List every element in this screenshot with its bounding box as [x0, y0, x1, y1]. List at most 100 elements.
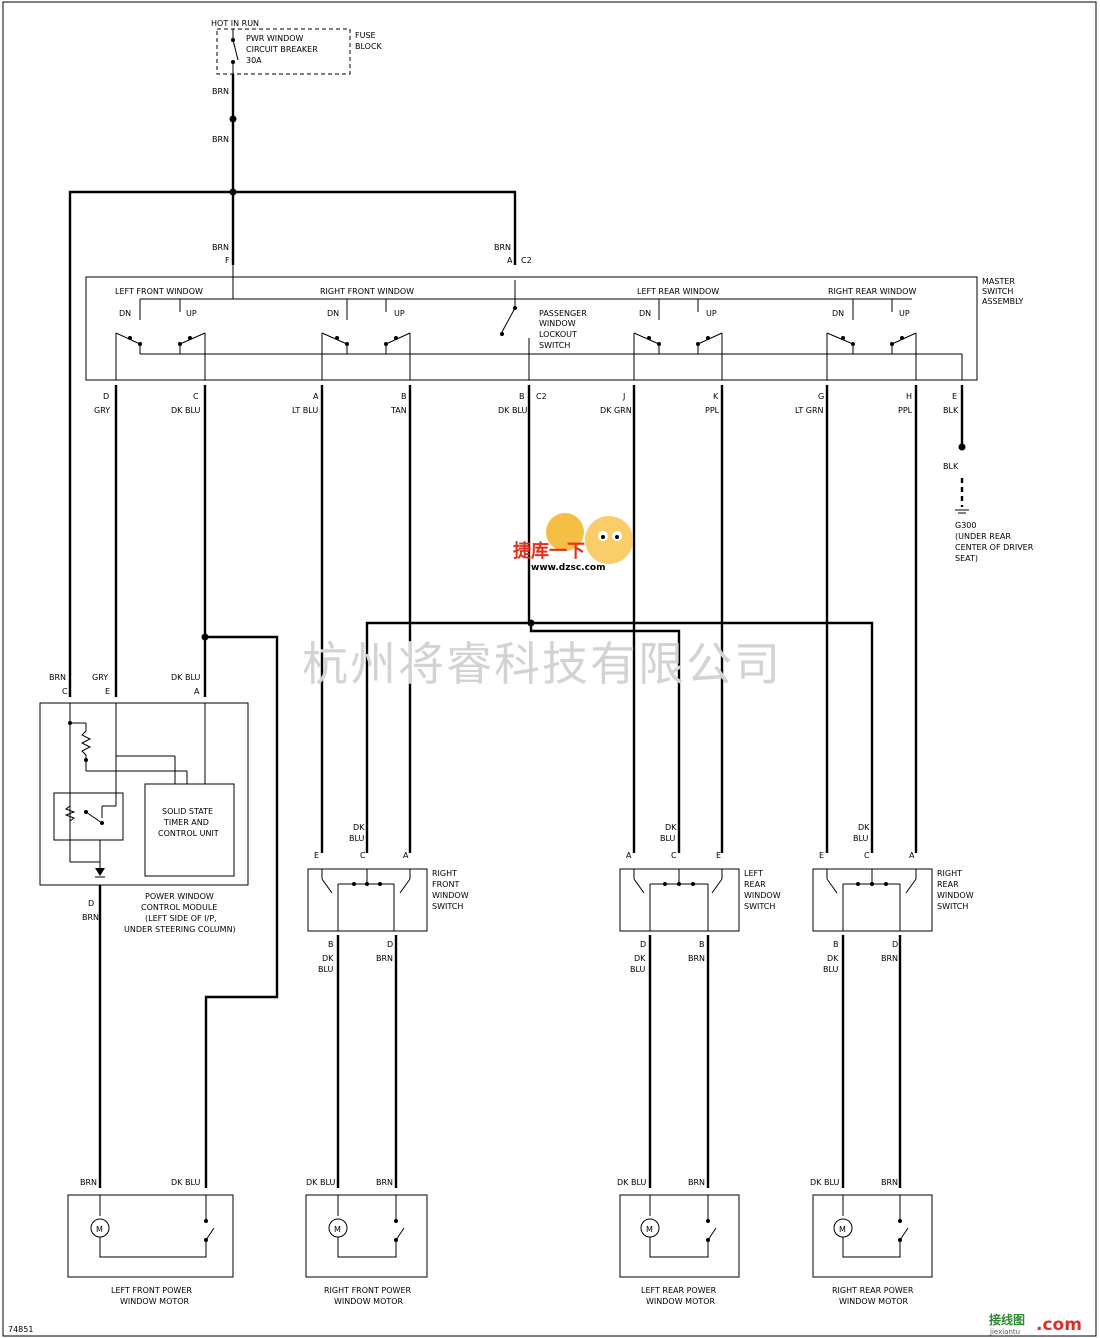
fuse-block-outline — [216, 28, 351, 75]
left-rear-window-switch: A DK BLU C E LEFT REAR WINDOW SWITCH D B… — [619, 823, 781, 1188]
pin-label: H — [906, 392, 912, 401]
wire-label: GRY — [92, 673, 108, 682]
right-rear-switch-pair: DN UP — [826, 299, 917, 354]
up-label: UP — [899, 309, 910, 318]
wire-label: BRN — [82, 913, 99, 922]
switch-label-3: WINDOW — [937, 891, 974, 900]
pin-label: B — [519, 392, 525, 401]
switch-label-2: FRONT — [432, 880, 459, 889]
fuse-block-label-1: FUSE — [355, 31, 376, 40]
switch-label-4: SWITCH — [937, 902, 968, 911]
resistor-symbol — [80, 723, 92, 760]
pin-label: B — [328, 940, 334, 949]
up-label: UP — [394, 309, 405, 318]
wire-label: BRN — [376, 954, 393, 963]
dn-label: DN — [832, 309, 844, 318]
feed-wire: BRN BRN BRN F BRN A C2 — [68, 74, 532, 697]
pin-label: F — [225, 256, 230, 265]
wire-label: DK BLU — [171, 406, 200, 415]
wire-label: BRN — [881, 954, 898, 963]
ground-location-2: CENTER OF DRIVER — [955, 543, 1034, 552]
logo-text: 捷库一下 — [513, 540, 585, 562]
wire-label: DK BLU — [498, 406, 527, 415]
wire-label: BRN — [212, 243, 229, 252]
breaker-label-1: PWR WINDOW — [246, 34, 304, 43]
wire-label: DK BLU — [810, 1178, 839, 1187]
pin-label: D — [88, 899, 94, 908]
lockout-label-2: WINDOW — [539, 319, 576, 328]
motor-outline — [305, 1194, 428, 1278]
wire-label: BLU — [853, 834, 869, 843]
right-front-window-label: RIGHT FRONT WINDOW — [320, 287, 414, 296]
pin-label: C2 — [521, 256, 532, 265]
pin-label: E — [716, 851, 721, 860]
motor-outline — [619, 1194, 740, 1278]
wire-label: BRN — [212, 87, 229, 96]
pin-label: C — [193, 392, 199, 401]
wire-label: LT GRN — [795, 406, 824, 415]
wire-label: BLK — [943, 462, 959, 471]
switch-label-2: REAR — [937, 880, 959, 889]
timer-unit-box — [144, 783, 235, 877]
corner-logo: 接线图 — [989, 1312, 1025, 1327]
wire-label: BRN — [881, 1178, 898, 1187]
motor-symbol: M — [96, 1225, 103, 1234]
ground-location-3: SEAT) — [955, 554, 978, 563]
pin-label: E — [819, 851, 824, 860]
pin-label: E — [105, 687, 110, 696]
left-rear-window-label: LEFT REAR WINDOW — [637, 287, 719, 296]
right-front-window-switch: E DK BLU C A RIGHT FRONT WINDOW SWITCH B… — [307, 823, 469, 1188]
pin-label: D — [387, 940, 393, 949]
lockout-label-3: LOCKOUT — [539, 330, 577, 339]
pin-label: A — [626, 851, 632, 860]
timer-label-2: TIMER AND — [163, 818, 209, 827]
wire-label: DK — [665, 823, 677, 832]
left-front-switch-pair: DN UP — [115, 299, 206, 354]
dn-label: DN — [639, 309, 651, 318]
pin-label: C — [671, 851, 677, 860]
right-rear-window-label: RIGHT REAR WINDOW — [828, 287, 916, 296]
lockout-label-4: SWITCH — [539, 341, 570, 350]
pin-label: B — [401, 392, 407, 401]
power-window-control-module: BRN GRY DK BLU C E A SOLID STATE TIME — [39, 673, 249, 1188]
lockout-switch: PASSENGER WINDOW LOCKOUT SWITCH — [500, 280, 587, 380]
pin-label: D — [103, 392, 109, 401]
pin-label: C2 — [536, 392, 547, 401]
motor-label-1: RIGHT FRONT POWER — [324, 1286, 412, 1295]
master-label-2: SWITCH — [982, 287, 1013, 296]
wire-label: BLK — [943, 406, 959, 415]
wire-label: DK BLU — [171, 673, 200, 682]
master-label-3: ASSEMBLY — [982, 297, 1023, 306]
switch-label-1: RIGHT — [937, 869, 962, 878]
wire-label: PPL — [705, 406, 720, 415]
wire-label: BRN — [49, 673, 66, 682]
switch-label-3: WINDOW — [432, 891, 469, 900]
left-rear-power-window-motor: DK BLU BRN M LEFT REAR POWER WINDOW MOTO… — [617, 1178, 740, 1306]
left-front-power-window-motor: BRN DK BLU M LEFT FRONT POWER WINDOW MOT… — [67, 1178, 234, 1306]
wire-label: BRN — [80, 1178, 97, 1187]
ground-id: G300 — [955, 521, 976, 530]
lockout-label-1: PASSENGER — [539, 309, 587, 318]
motor-label-1: LEFT FRONT POWER — [111, 1286, 192, 1295]
fuse-block-label-2: BLOCK — [355, 42, 383, 51]
wire-label: BRN — [212, 135, 229, 144]
up-label: UP — [706, 309, 717, 318]
master-output-labels: D GRY C DK BLU A LT BLU B TAN B C2 DK BL… — [94, 392, 959, 415]
module-label-3: (LEFT SIDE OF I/P, — [145, 914, 217, 923]
wire-label: BLU — [318, 965, 334, 974]
module-label-1: POWER WINDOW — [145, 892, 214, 901]
wire-label: DK — [858, 823, 870, 832]
pin-label: C — [864, 851, 870, 860]
right-rear-window-switch: E DK BLU C A RIGHT REAR WINDOW SWITCH B … — [812, 823, 974, 1188]
switch-label-3: WINDOW — [744, 891, 781, 900]
wire-label: BRN — [688, 1178, 705, 1187]
module-outline — [39, 702, 249, 886]
switch-label-1: LEFT — [744, 869, 763, 878]
wire-label: GRY — [94, 406, 110, 415]
master-switch-outline — [85, 276, 978, 381]
ground-g300: BLK G300 (UNDER REAR CENTER OF DRIVER SE… — [943, 462, 1034, 563]
motor-outline — [67, 1194, 234, 1278]
pin-label: B — [699, 940, 705, 949]
breaker-label-3: 30A — [246, 56, 262, 65]
